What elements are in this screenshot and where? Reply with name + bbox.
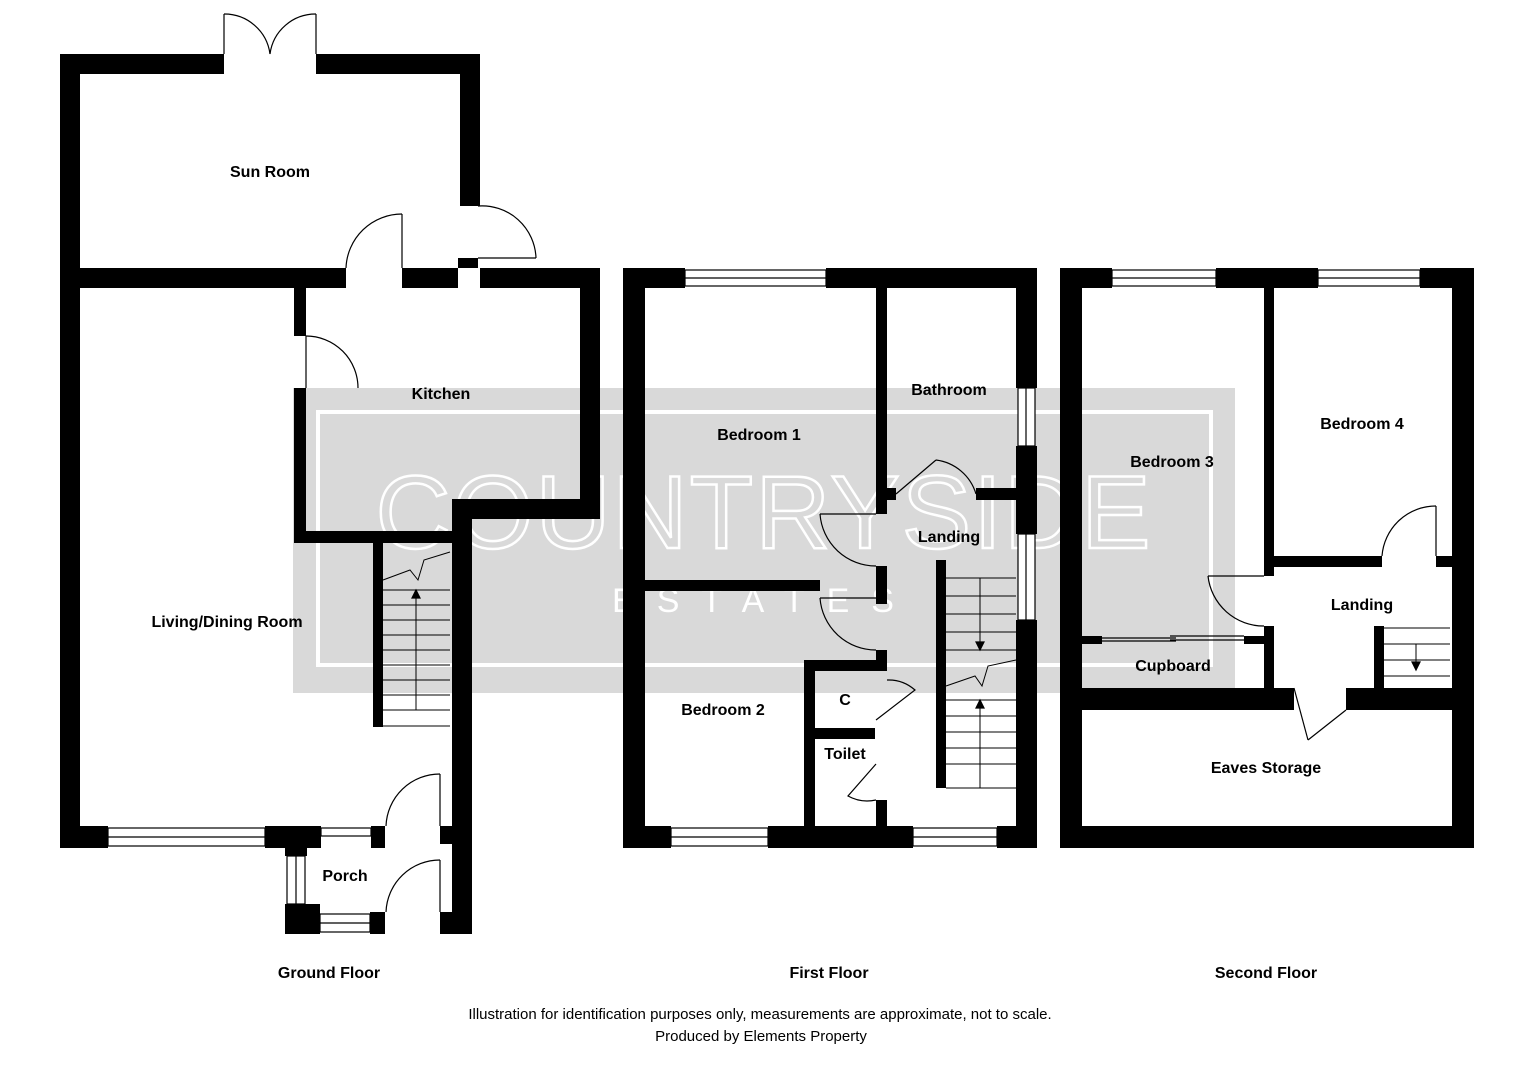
second-floor-fixtures: [1102, 269, 1450, 741]
ground-floor-fixtures: [107, 13, 537, 933]
room-bedroom-1: Bedroom 1: [717, 427, 801, 444]
second-floor-plan: [1060, 268, 1474, 848]
room-landing-first: Landing: [918, 529, 980, 546]
room-sun-room: Sun Room: [230, 164, 310, 181]
room-bedroom-4: Bedroom 4: [1320, 416, 1404, 433]
room-bedroom-2: Bedroom 2: [681, 702, 765, 719]
room-cupboard: Cupboard: [1135, 658, 1211, 675]
caption-second-floor: Second Floor: [1215, 965, 1317, 982]
room-landing-second: Landing: [1331, 597, 1393, 614]
footer-producer: Produced by Elements Property: [655, 1028, 867, 1045]
footer-disclaimer: Illustration for identification purposes…: [468, 1006, 1051, 1023]
room-living-dining: Living/Dining Room: [151, 614, 302, 631]
room-eaves-storage: Eaves Storage: [1211, 760, 1321, 777]
ground-floor-plan: [60, 54, 600, 934]
room-bedroom-3: Bedroom 3: [1130, 454, 1214, 471]
caption-first-floor: First Floor: [789, 965, 868, 982]
first-floor-fixtures: [670, 269, 1036, 847]
caption-ground-floor: Ground Floor: [278, 965, 380, 982]
room-toilet: Toilet: [824, 746, 866, 763]
room-bathroom: Bathroom: [911, 382, 987, 399]
room-porch: Porch: [322, 868, 367, 885]
room-kitchen: Kitchen: [412, 386, 471, 403]
first-floor-plan: [623, 268, 1037, 848]
room-cupboard-c: C: [839, 692, 851, 709]
